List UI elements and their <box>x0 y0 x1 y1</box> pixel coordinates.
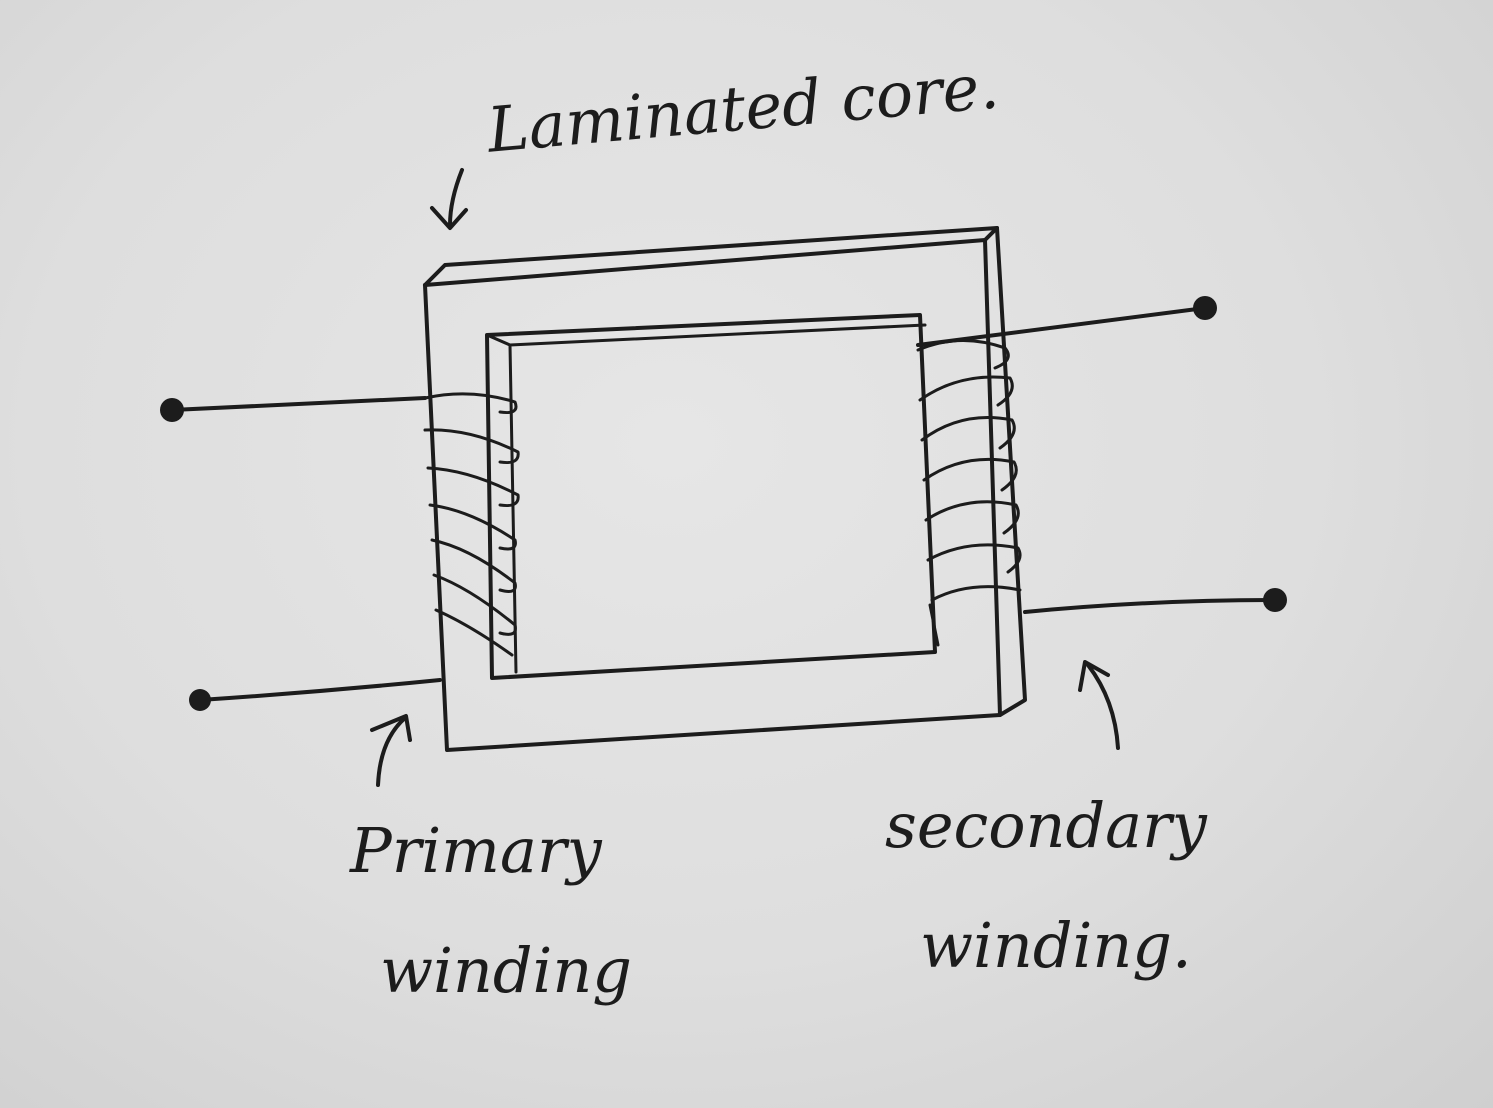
core-right-face <box>995 226 1027 717</box>
secondary-leads <box>916 296 1287 614</box>
primary-top-terminal <box>160 398 184 422</box>
primary-winding <box>423 392 520 657</box>
secondary-coil-tail <box>928 603 940 647</box>
primary-bottom-terminal <box>189 689 211 711</box>
label-secondary-line2: winding. <box>920 909 1192 982</box>
label-secondary-line1: secondary <box>885 789 1207 862</box>
core-top-face <box>423 226 999 287</box>
primary-coil-turn <box>426 466 520 507</box>
core-window-depth <box>485 323 927 674</box>
primary-top-lead <box>170 396 427 412</box>
secondary-coil-turn <box>930 585 1022 602</box>
primary-pointer-arrow <box>370 714 412 787</box>
primary-coil-turn <box>428 503 517 551</box>
primary-coil-turn <box>423 392 518 414</box>
core-pointer-arrow <box>430 168 468 230</box>
secondary-coil-turn <box>918 375 1014 407</box>
secondary-coil-turn <box>922 457 1018 492</box>
primary-coil-turn <box>423 428 520 464</box>
secondary-coil-turn <box>926 543 1022 574</box>
label-primary-line2: winding <box>380 934 632 1007</box>
secondary-bottom-terminal <box>1263 588 1287 612</box>
secondary-winding <box>916 339 1022 647</box>
laminated-core <box>423 226 1027 752</box>
primary-leads <box>160 396 442 711</box>
secondary-coil-turn <box>920 416 1016 450</box>
primary-coil-turn <box>430 538 517 593</box>
label-primary-line1: Primary <box>350 814 602 887</box>
secondary-pointer-arrow <box>1078 660 1120 750</box>
primary-coil-turn <box>434 608 514 657</box>
secondary-top-lead <box>916 306 1207 347</box>
primary-coil-turn <box>432 573 517 636</box>
secondary-coil-turn <box>924 500 1020 535</box>
primary-bottom-lead <box>198 678 442 702</box>
secondary-bottom-lead <box>1023 598 1277 614</box>
secondary-top-terminal <box>1193 296 1217 320</box>
core-window <box>485 313 937 680</box>
